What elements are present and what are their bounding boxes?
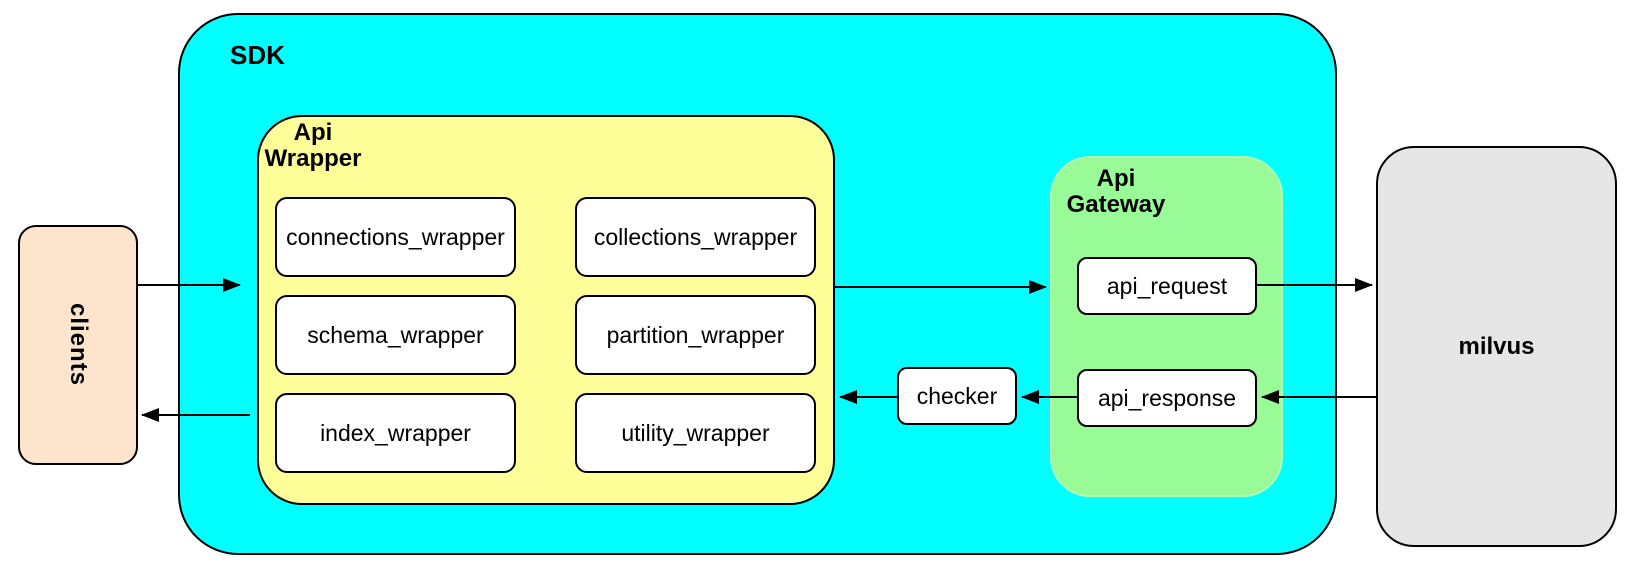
sdk-label: SDK: [230, 40, 285, 70]
api-request-box: api_request: [1077, 257, 1257, 315]
api-wrapper-label-line2: Wrapper: [264, 145, 362, 172]
api-gateway-container: [1050, 156, 1283, 497]
milvus-box: milvus: [1376, 146, 1617, 547]
api-wrapper-label: Api Wrapper: [253, 120, 373, 172]
wrapper-box-index: index_wrapper: [275, 393, 516, 473]
api-gateway-label: Api Gateway: [1066, 166, 1166, 218]
wrapper-box-partition: partition_wrapper: [575, 295, 816, 375]
clients-label: clients: [65, 303, 92, 387]
wrapper-box-connections: connections_wrapper: [275, 197, 516, 277]
wrapper-box-collections: collections_wrapper: [575, 197, 816, 277]
api-gateway-label-line1: Api: [1096, 165, 1136, 192]
api-wrapper-label-line1: Api: [293, 119, 333, 146]
api-response-box: api_response: [1077, 369, 1257, 427]
wrapper-box-utility: utility_wrapper: [575, 393, 816, 473]
checker-box: checker: [897, 367, 1017, 425]
api-gateway-label-line2: Gateway: [1066, 191, 1166, 218]
wrapper-box-schema: schema_wrapper: [275, 295, 516, 375]
clients-box: clients: [18, 225, 138, 465]
